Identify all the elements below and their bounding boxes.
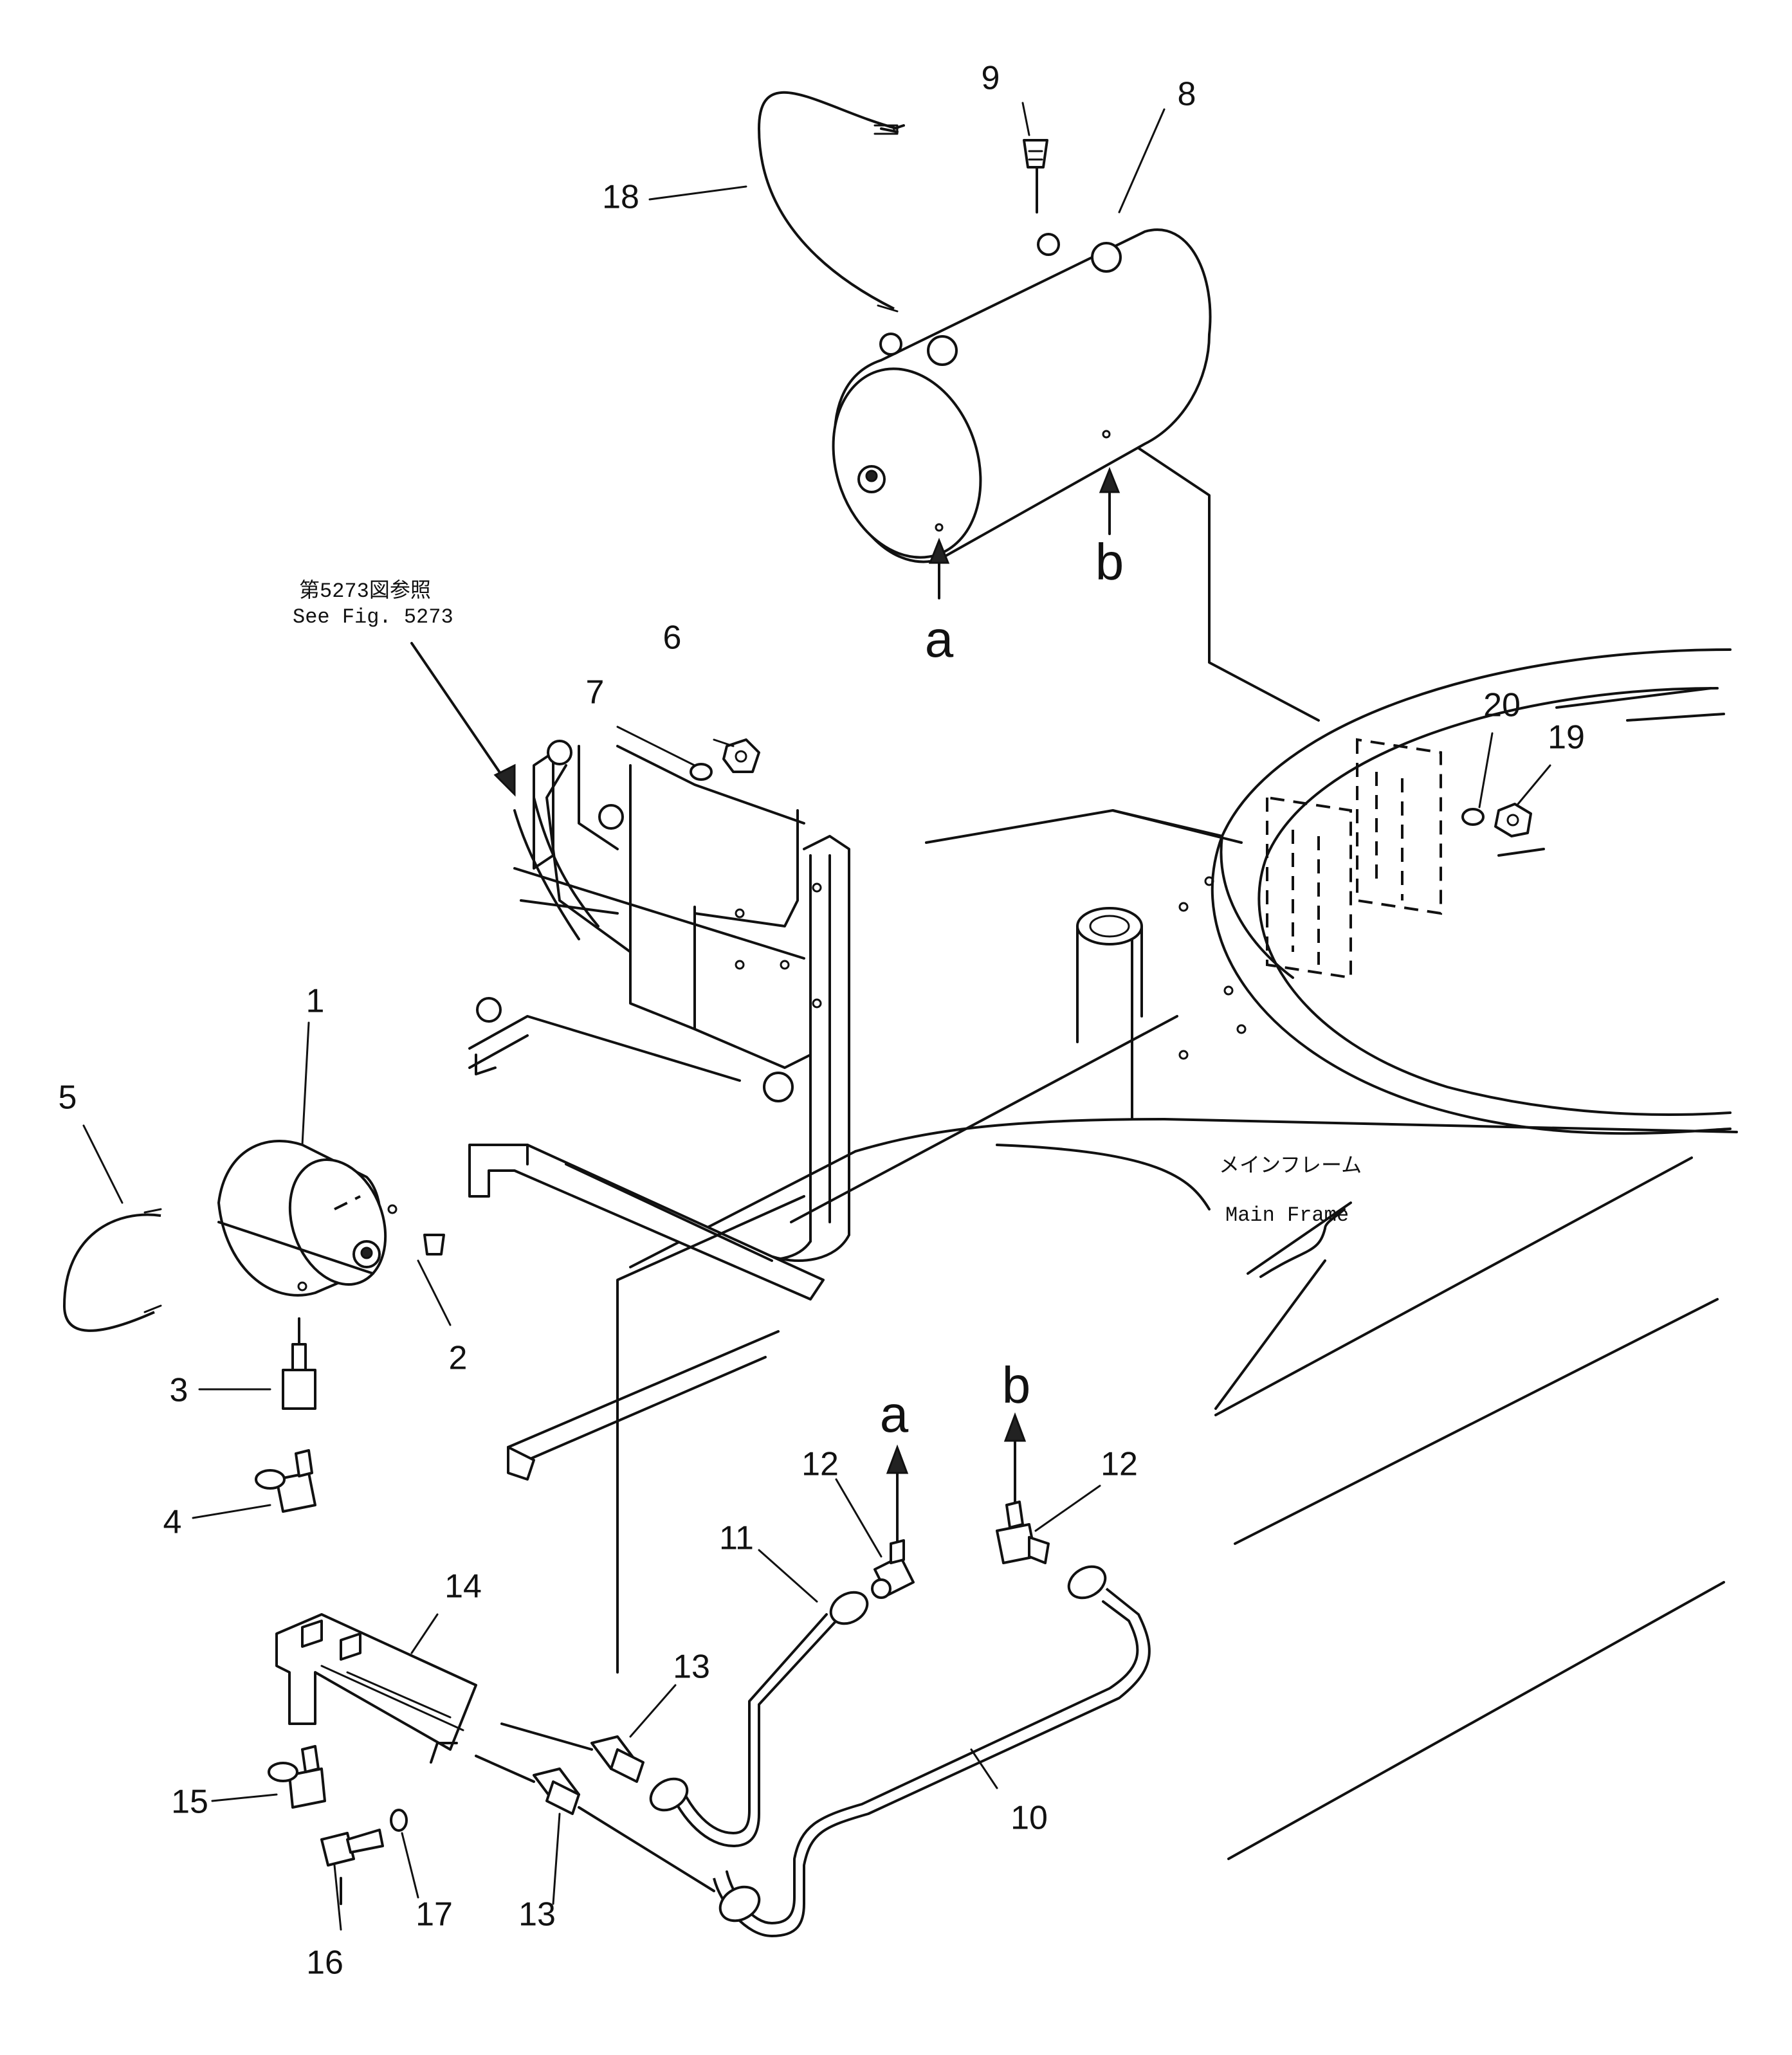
callout-12b: 12 bbox=[1101, 1446, 1138, 1483]
connector-13-lower bbox=[475, 1755, 715, 1892]
see-fig-en: See Fig. 5273 bbox=[293, 605, 453, 629]
plug-2 bbox=[423, 1234, 445, 1256]
bracket-bolts bbox=[476, 740, 822, 1102]
connection-a-pipe: a bbox=[880, 1385, 909, 1443]
callout-10: 10 bbox=[1010, 1800, 1048, 1837]
arrow-b-tank bbox=[1099, 466, 1120, 535]
reservoir-1 bbox=[217, 1140, 398, 1297]
connection-b-tank: b bbox=[1095, 533, 1124, 590]
main-frame bbox=[629, 443, 1738, 1860]
callout-18: 18 bbox=[602, 179, 639, 216]
connector-13-upper bbox=[500, 1722, 645, 1783]
washer-20 bbox=[1461, 808, 1485, 826]
frame-holes bbox=[1178, 876, 1247, 1060]
callout-6: 6 bbox=[663, 619, 682, 657]
nut-6 bbox=[722, 738, 760, 773]
callout-2: 2 bbox=[449, 1340, 468, 1377]
callout-3: 3 bbox=[170, 1372, 188, 1409]
leader-lines bbox=[82, 102, 1551, 1931]
callout-5: 5 bbox=[59, 1079, 77, 1117]
callout-20: 20 bbox=[1483, 687, 1521, 724]
callout-12a: 12 bbox=[801, 1446, 839, 1483]
fitting-3 bbox=[282, 1317, 316, 1410]
connection-a-tank: a bbox=[925, 610, 954, 668]
bracket-assembly bbox=[468, 740, 1178, 1674]
plug-9 bbox=[1023, 139, 1048, 214]
bolt-16 bbox=[320, 1829, 384, 1905]
main-frame-jp: メインフレーム bbox=[1219, 1155, 1362, 1178]
arrow-a-tank bbox=[928, 537, 950, 599]
callout-8: 8 bbox=[1178, 76, 1196, 113]
u-bolt-5 bbox=[63, 1208, 162, 1332]
main-frame-en: Main Frame bbox=[1225, 1203, 1349, 1227]
valve-4 bbox=[255, 1449, 316, 1513]
tube-10 bbox=[713, 1565, 1151, 1937]
callout-17: 17 bbox=[416, 1896, 453, 1933]
nut-19 bbox=[1494, 803, 1532, 837]
elbow-12-b bbox=[996, 1412, 1050, 1564]
callout-19: 19 bbox=[1548, 719, 1585, 756]
callout-7: 7 bbox=[586, 674, 605, 711]
callout-9: 9 bbox=[982, 60, 1000, 97]
callout-14: 14 bbox=[444, 1568, 482, 1605]
callout-4: 4 bbox=[163, 1504, 182, 1541]
tube-18 bbox=[758, 91, 905, 313]
tube-11 bbox=[649, 1591, 869, 1847]
bracket-14 bbox=[275, 1613, 477, 1764]
see-fig-jp: 第5273図参照 bbox=[299, 579, 431, 603]
washer-7 bbox=[690, 763, 713, 781]
washer-17 bbox=[390, 1809, 408, 1832]
callout-15: 15 bbox=[171, 1784, 208, 1821]
callout-16: 16 bbox=[306, 1944, 343, 1982]
connection-b-pipe: b bbox=[1002, 1356, 1031, 1414]
elbow-12-a bbox=[871, 1444, 915, 1599]
callout-13b: 13 bbox=[518, 1896, 556, 1933]
callout-11: 11 bbox=[719, 1520, 754, 1557]
callout-1: 1 bbox=[306, 983, 325, 1020]
valve-15 bbox=[268, 1745, 326, 1809]
callout-13a: 13 bbox=[673, 1649, 710, 1686]
